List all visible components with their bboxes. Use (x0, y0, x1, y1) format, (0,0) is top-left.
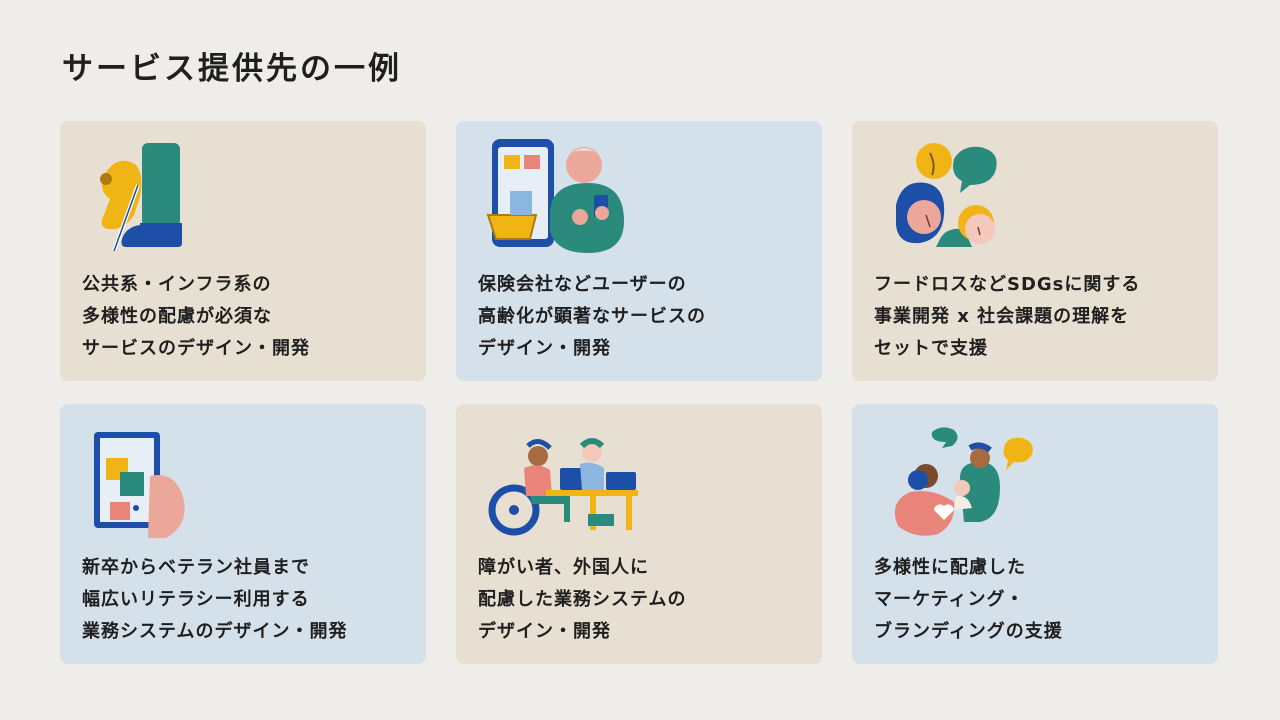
card-text-line: デザイン・開発 (478, 621, 611, 642)
card-text-line: 業務システムのデザイン・開発 (82, 621, 348, 642)
service-card-diversity-marketing: 多様性に配慮した マーケティング・ ブランディングの支援 (852, 404, 1218, 664)
card-text-line: 幅広いリテラシー利用する (82, 589, 310, 610)
senior-smartphone-shopping-icon (480, 135, 640, 255)
card-text-line: 配慮した業務システムの (478, 589, 687, 610)
service-card-public-infrastructure: 公共系・インフラ系の 多様性の配慮が必須な サービスのデザイン・開発 (60, 121, 426, 381)
tablet-hand-icon (84, 418, 244, 538)
page-title: サービス提供先の一例 (62, 51, 402, 87)
card-text-line: サービスのデザイン・開発 (82, 338, 310, 359)
discussion-people-icon (876, 135, 1036, 255)
card-text-line: フードロスなどSDGsに関する (874, 274, 1141, 295)
guide-dog-icon (84, 135, 244, 255)
card-text-line: 高齢化が顕著なサービスの (478, 306, 706, 327)
card-text-line: デザイン・開発 (478, 338, 611, 359)
card-text-line: 多様性の配慮が必須な (82, 306, 272, 327)
card-text-line: セットで支援 (874, 338, 988, 359)
service-card-insurance-seniors: 保険会社などユーザーの 高齢化が顕著なサービスの デザイン・開発 (456, 121, 822, 381)
card-text-line: 事業開発 x 社会課題の理解を (874, 306, 1130, 327)
card-text-line: ブランディングの支援 (874, 621, 1063, 642)
wheelchair-workers-icon (480, 418, 640, 538)
diverse-family-icon (876, 418, 1036, 538)
service-card-accessibility: 障がい者、外国人に 配慮した業務システムの デザイン・開発 (456, 404, 822, 664)
card-text-line: 障がい者、外国人に (478, 557, 649, 578)
card-text-line: 公共系・インフラ系の (82, 274, 272, 295)
card-text-line: マーケティング・ (874, 589, 1025, 610)
card-text-line: 新卒からベテラン社員まで (82, 557, 310, 578)
card-text-line: 多様性に配慮した (874, 557, 1026, 578)
service-card-business-systems: 新卒からベテラン社員まで 幅広いリテラシー利用する 業務システムのデザイン・開発 (60, 404, 426, 664)
service-card-sdgs: フードロスなどSDGsに関する 事業開発 x 社会課題の理解を セットで支援 (852, 121, 1218, 381)
card-text-line: 保険会社などユーザーの (478, 274, 687, 295)
